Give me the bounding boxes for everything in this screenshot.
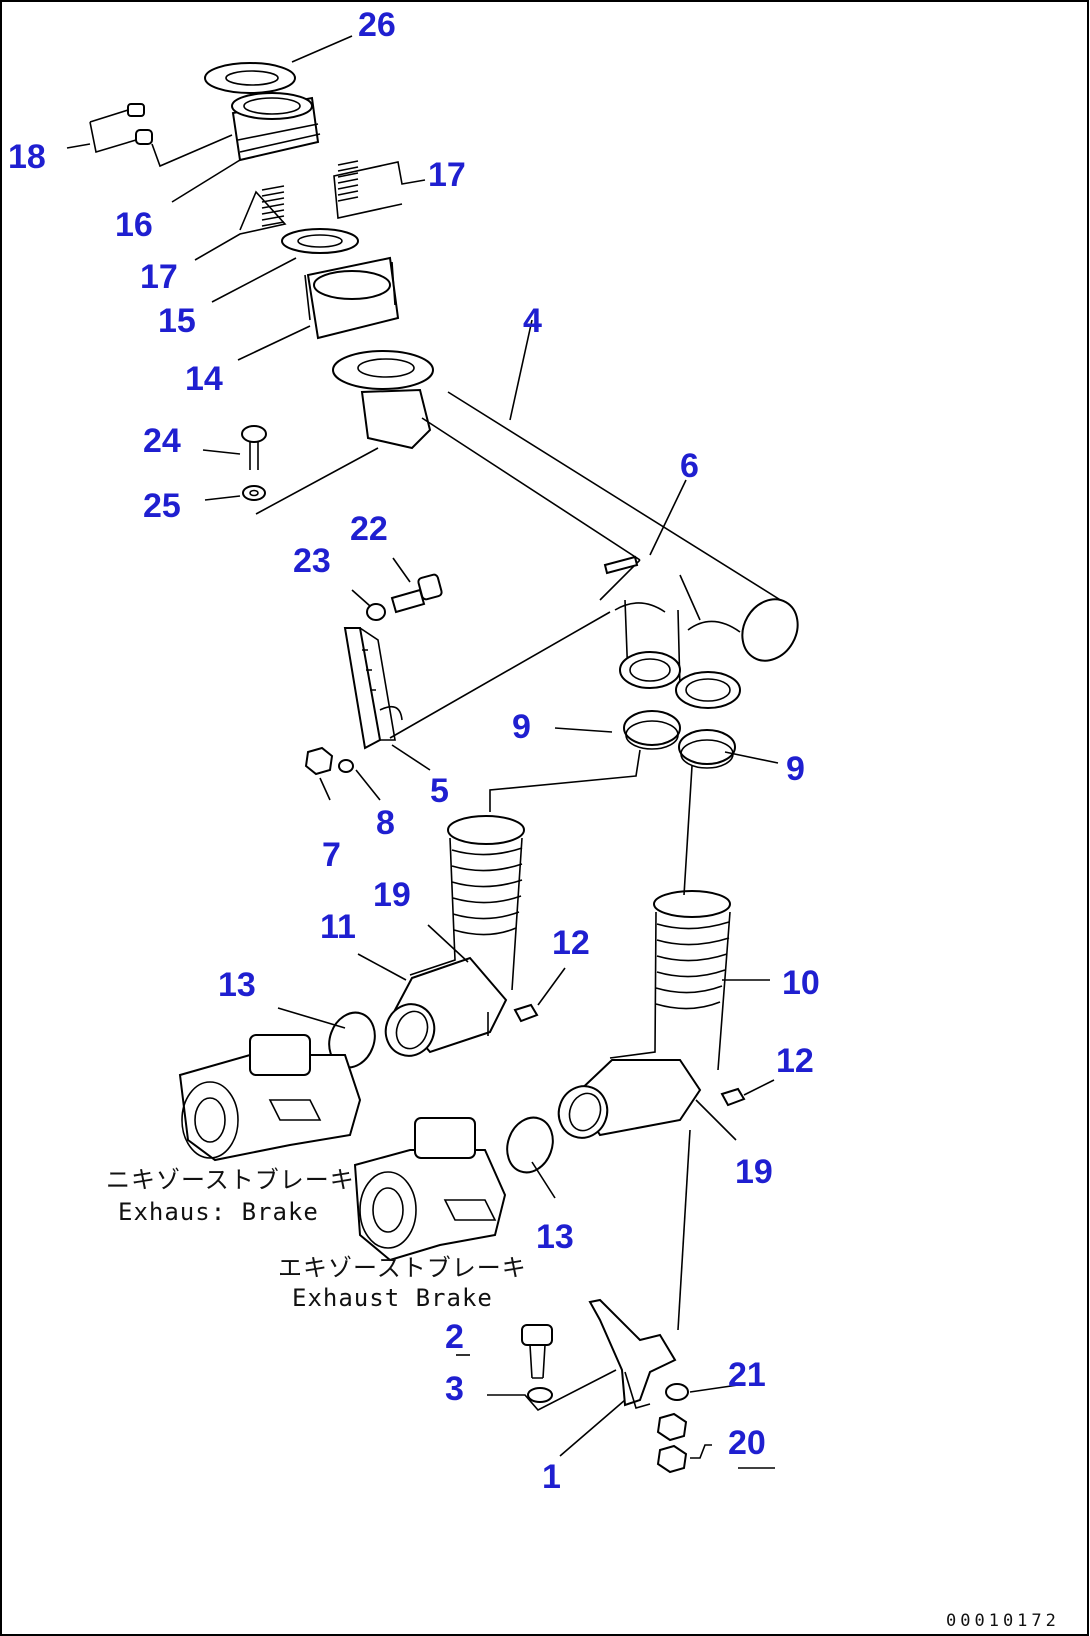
callout-26: 26 [358, 6, 396, 44]
part-4-exhaust-pipe [332, 350, 799, 709]
part-3-washer [527, 1387, 553, 1403]
callout-12-lower: 12 [776, 1042, 814, 1080]
callout-17-right: 17 [428, 156, 466, 194]
callout-16: 16 [115, 206, 153, 244]
part-17-spring-left [261, 185, 285, 227]
part-17-spring-right [337, 160, 359, 202]
part-8-washer [338, 759, 354, 773]
part-5-bracket [343, 627, 403, 750]
part-10-flexible-pipe [557, 890, 731, 1139]
part-15-gasket [281, 228, 359, 254]
part-23-washer [366, 603, 386, 621]
part-13-clamp-lower [506, 1116, 554, 1174]
part-25-washer [242, 485, 266, 501]
callout-5: 5 [430, 772, 449, 810]
callout-15: 15 [158, 302, 196, 340]
part-7-nut [304, 746, 334, 776]
callout-1: 1 [542, 1458, 561, 1496]
part-16-flange-pipe [231, 92, 321, 162]
callout-22: 22 [350, 510, 388, 548]
part-18-nut [127, 103, 153, 145]
callout-24: 24 [143, 422, 181, 460]
part-exhaust-brake-1 [178, 1034, 362, 1162]
callout-19-lower: 19 [735, 1153, 773, 1191]
part-9-clamp-left [623, 710, 681, 750]
callout-17-left: 17 [140, 258, 178, 296]
callout-3: 3 [445, 1370, 464, 1408]
callout-9-right: 9 [786, 750, 805, 788]
figure-number: 00010172 [946, 1611, 1060, 1631]
part-exhaust-brake-2 [353, 1117, 507, 1262]
callout-6: 6 [680, 447, 699, 485]
callout-14: 14 [185, 360, 223, 398]
callout-21: 21 [728, 1356, 766, 1394]
callout-25: 25 [143, 487, 181, 525]
callout-4: 4 [523, 302, 542, 340]
callout-7: 7 [322, 836, 341, 874]
caption-exhaust-brake-2-jp: エキゾーストブレーキ [278, 1254, 527, 1282]
part-24-bolt [241, 425, 267, 470]
part-12-bolt-lower [720, 1087, 746, 1107]
leader-lines [66, 35, 779, 1469]
callout-18: 18 [8, 138, 46, 176]
callout-23: 23 [293, 542, 331, 580]
callout-9-left: 9 [512, 708, 531, 746]
part-26-gasket [204, 62, 296, 94]
part-14-flange [304, 256, 400, 340]
caption-exhaust-brake-1-en: Exhaus: Brake [118, 1198, 319, 1226]
callout-11: 11 [320, 908, 356, 946]
part-20-nut [656, 1412, 688, 1474]
callout-8: 8 [376, 804, 395, 842]
part-21-washer [665, 1383, 689, 1401]
callout-13-lower: 13 [536, 1218, 574, 1256]
part-2-bolt [521, 1324, 553, 1379]
caption-exhaust-brake-2-en: Exhaust Brake [292, 1284, 493, 1312]
part-11-flexible-pipe [384, 815, 525, 1057]
part-6-stud [603, 555, 639, 575]
part-1-bracket [588, 1298, 677, 1409]
callout-19-upper: 19 [373, 876, 411, 914]
part-22-bolt [390, 573, 443, 614]
callout-12-upper: 12 [552, 924, 590, 962]
callout-20: 20 [728, 1424, 766, 1462]
part-12-bolt-upper [513, 1003, 539, 1023]
callout-10: 10 [782, 964, 820, 1002]
caption-exhaust-brake-1-jp: ニキゾーストブレーキ [106, 1166, 355, 1194]
part-9-clamp-right [678, 729, 736, 769]
callout-13-upper: 13 [218, 966, 256, 1004]
callout-2: 2 [445, 1318, 464, 1356]
